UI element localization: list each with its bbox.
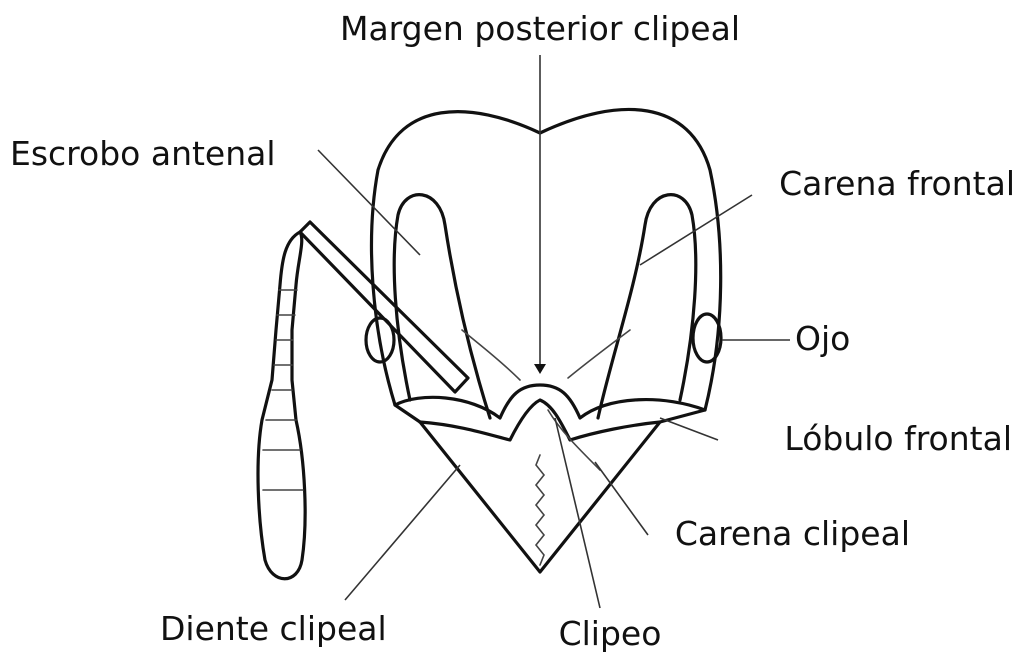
label-escrobo-antenal: Escrobo antenal: [10, 134, 276, 173]
antennal-scrobe-right: [598, 195, 696, 418]
antennal-scrobe-left: [394, 195, 490, 418]
antenna-funiculus: [258, 232, 305, 579]
label-carena-clipeal: Carena clipeal: [675, 514, 910, 553]
label-margen-posterior-clipeal: Margen posterior clipeal: [340, 9, 740, 48]
leader-lobulo: [660, 418, 718, 440]
label-diente-clipeal: Diente clipeal: [160, 609, 387, 648]
clypeus-posterior-margin: [420, 400, 660, 440]
leader-diente: [345, 465, 460, 600]
arrowhead-margen: [534, 364, 546, 374]
label-clipeo: Clipeo: [559, 614, 662, 653]
leader-carena-clipeal: [595, 462, 648, 535]
head-outline: [372, 109, 721, 572]
label-ojo: Ojo: [795, 319, 850, 358]
label-lobulo-frontal: Lóbulo frontal: [784, 419, 1012, 458]
clypeal-suture: [536, 455, 544, 565]
label-carena-frontal: Carena frontal: [779, 164, 1015, 203]
frontal-carina-right: [568, 330, 630, 378]
